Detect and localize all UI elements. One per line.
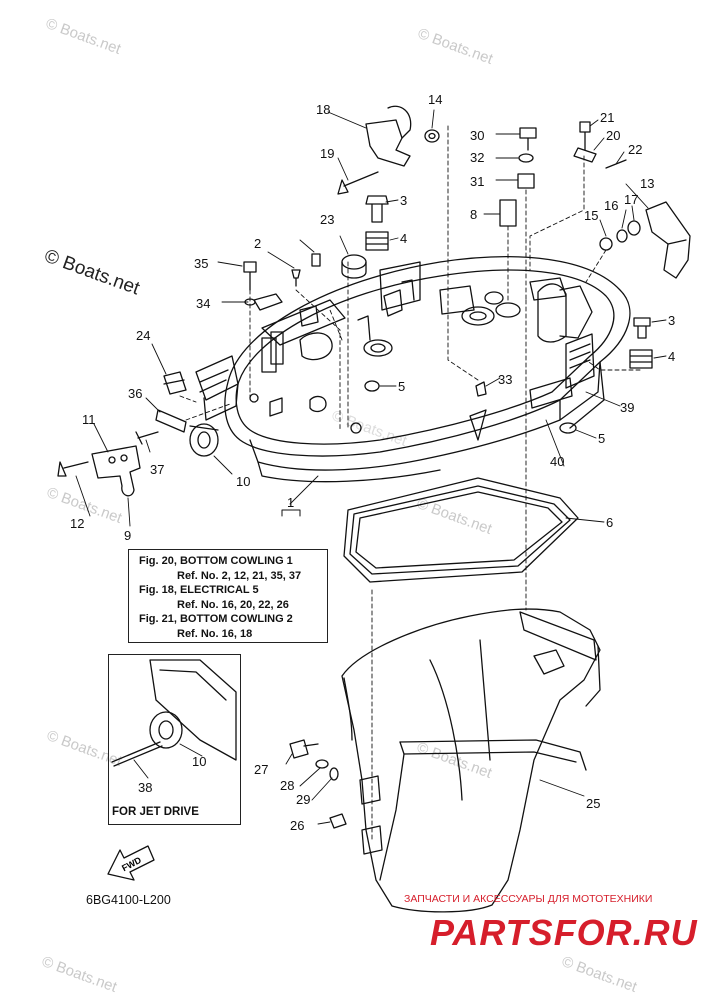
part-26-nut xyxy=(329,813,347,829)
callout-12: 12 xyxy=(70,516,84,531)
callout-9: 9 xyxy=(124,528,131,543)
part-4-grommet xyxy=(629,349,653,369)
reference-line: Ref. No. 16, 20, 22, 26 xyxy=(177,598,289,611)
part-15-bushing xyxy=(599,237,613,251)
callout-23: 23 xyxy=(320,212,334,227)
callout-5: 5 xyxy=(598,431,605,446)
callout-6: 6 xyxy=(606,515,613,530)
callout-11: 11 xyxy=(82,412,96,427)
part-3-bolt xyxy=(633,317,651,339)
callout-32: 32 xyxy=(470,150,484,165)
callout-20: 20 xyxy=(606,128,620,143)
callout-26: 26 xyxy=(290,818,304,833)
part-21-screw xyxy=(579,121,591,151)
callout-25: 25 xyxy=(586,796,600,811)
part-31-grommet xyxy=(517,173,535,189)
part-2-screw xyxy=(291,269,301,287)
part-30-bolt xyxy=(519,127,537,151)
reference-line: Fig. 21, BOTTOM COWLING 2 xyxy=(139,613,293,625)
callout-35: 35 xyxy=(194,256,208,271)
callout-40: 40 xyxy=(550,454,564,469)
callout-34: 34 xyxy=(196,296,210,311)
jet-drive-label: FOR JET DRIVE xyxy=(112,806,199,818)
part-20-plate xyxy=(573,147,597,163)
brand-tagline: ЗАПЧАСТИ И АКСЕССУАРЫ ДЛЯ МОТОТЕХНИКИ xyxy=(404,893,653,905)
part-12-screw xyxy=(57,461,89,477)
callout-16: 16 xyxy=(604,198,618,213)
callout-13: 13 xyxy=(640,176,654,191)
callout-15: 15 xyxy=(584,208,598,223)
callout-10: 10 xyxy=(236,474,250,489)
callout-1: 1 xyxy=(287,495,294,510)
reference-line: Ref. No. 16, 18 xyxy=(177,627,253,640)
callout-3: 3 xyxy=(668,313,675,328)
part-14-grommet xyxy=(424,129,440,143)
part-11-bracket xyxy=(91,445,141,497)
callout-14: 14 xyxy=(428,92,442,107)
fwd-arrow-icon xyxy=(107,845,155,881)
part-10-grommet xyxy=(149,711,183,749)
reference-line: Fig. 18, ELECTRICAL 5 xyxy=(139,584,259,596)
part-16-washer xyxy=(616,229,628,243)
callout-22: 22 xyxy=(628,142,642,157)
part-36-clamp xyxy=(155,409,187,433)
bottom-cowling-1 xyxy=(195,256,631,483)
callout-33: 33 xyxy=(498,372,512,387)
callout-39: 39 xyxy=(620,400,634,415)
callout-30: 30 xyxy=(470,128,484,143)
callout-37: 37 xyxy=(150,462,164,477)
part-19-screw xyxy=(337,171,379,195)
part-5-collar xyxy=(364,380,380,392)
bottom-cowling-2 xyxy=(341,608,601,913)
callout-36: 36 xyxy=(128,386,142,401)
part-3-bolt xyxy=(365,195,389,223)
callout-4: 4 xyxy=(400,231,407,246)
jet-drive-inset xyxy=(108,654,241,825)
part-38-rod xyxy=(111,741,163,767)
part-13-lever xyxy=(645,201,691,279)
callout-27: 27 xyxy=(254,762,268,777)
part-23-grommet xyxy=(341,254,367,270)
callout-3: 3 xyxy=(400,193,407,208)
part-28-washer xyxy=(315,759,329,769)
callout-8: 8 xyxy=(470,207,477,222)
part-7-clip xyxy=(311,253,321,267)
callout-4: 4 xyxy=(668,349,675,364)
callout-19: 19 xyxy=(320,146,334,161)
part-4-grommet xyxy=(365,231,389,251)
reference-line: Ref. No. 2, 12, 21, 35, 37 xyxy=(177,569,302,582)
callout-21: 21 xyxy=(600,110,614,125)
seal-gasket-6 xyxy=(343,477,579,583)
part-10-grommet xyxy=(189,423,219,457)
callout-17: 17 xyxy=(624,192,638,207)
callout-29: 29 xyxy=(296,792,310,807)
callout-2: 2 xyxy=(254,236,261,251)
part-5-collar xyxy=(559,422,577,434)
part-35-screw xyxy=(243,261,257,291)
part-27-bolt xyxy=(289,739,319,759)
part-37-screw xyxy=(135,431,159,445)
callout-38: 38 xyxy=(138,780,152,795)
cross-reference-box: Fig. 20, BOTTOM COWLING 1 Ref. No. 2, 12… xyxy=(128,549,328,643)
callout-31: 31 xyxy=(470,174,484,189)
part-34-clip xyxy=(253,293,283,311)
callout-5: 5 xyxy=(398,379,405,394)
diagram-code: 6BG4100-L200 xyxy=(86,893,171,907)
callout-10: 10 xyxy=(192,754,206,769)
part-17-oring xyxy=(627,220,641,236)
part-33-clip xyxy=(475,381,487,397)
callout-18: 18 xyxy=(316,102,330,117)
callout-28: 28 xyxy=(280,778,294,793)
reference-line: Fig. 20, BOTTOM COWLING 1 xyxy=(139,555,293,567)
part-32-washer xyxy=(518,153,534,163)
callout-24: 24 xyxy=(136,328,150,343)
part-8-grommet xyxy=(499,199,517,227)
part-24-grommet xyxy=(163,371,187,395)
jet-drive-housing xyxy=(149,659,237,761)
brand-logo: PARTSFOR.RU xyxy=(430,912,698,953)
part-18-bracket xyxy=(365,119,411,167)
part-29-washer xyxy=(329,767,339,781)
